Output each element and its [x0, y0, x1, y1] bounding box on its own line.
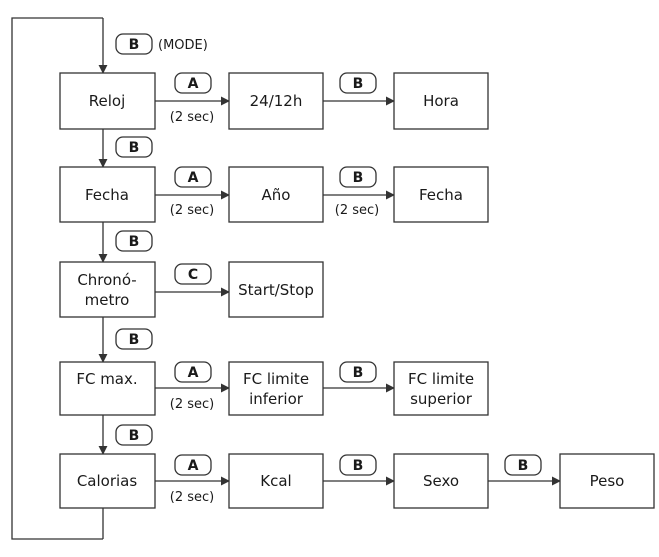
svg-text:FC limite: FC limite	[243, 370, 309, 388]
b-button-to-chronometro: B	[115, 230, 153, 252]
svg-text:A: A	[188, 365, 199, 381]
a-button-calorias: A	[174, 454, 212, 476]
svg-text:Reloj: Reloj	[89, 92, 126, 110]
b-button-to-fecha: B	[115, 136, 153, 158]
two-sec-note-calorias: (2 sec)	[170, 490, 214, 505]
svg-text:B: B	[353, 365, 364, 381]
b-button-ano-fecha: B	[339, 166, 377, 188]
node-peso: Peso	[559, 453, 655, 509]
svg-text:C: C	[188, 267, 198, 283]
svg-text:B: B	[129, 140, 140, 156]
svg-text:Chronó-: Chronó-	[77, 271, 136, 289]
node-fecha: Fecha	[59, 166, 156, 223]
b-button-sexo-peso: B	[504, 454, 542, 476]
node-fc-limite-superior: FC limite superior	[393, 361, 489, 416]
two-sec-note-fecha: (2 sec)	[170, 203, 214, 218]
svg-text:B: B	[353, 170, 364, 186]
svg-text:B: B	[129, 428, 140, 444]
svg-text:A: A	[188, 458, 199, 474]
svg-text:A: A	[188, 170, 199, 186]
node-hora: Hora	[393, 72, 489, 130]
svg-text:FC max.: FC max.	[76, 370, 137, 388]
node-start-stop: Start/Stop	[228, 261, 324, 318]
svg-text:Año: Año	[262, 186, 291, 204]
svg-text:Calorias: Calorias	[77, 472, 138, 490]
node-kcal: Kcal	[228, 453, 324, 509]
a-button-reloj: A	[174, 72, 212, 94]
svg-text:B: B	[353, 458, 364, 474]
svg-text:B: B	[353, 76, 364, 92]
node-fc-max: FC max.	[59, 361, 156, 416]
mode-label: (MODE)	[158, 38, 208, 53]
node-chronometro: Chronó- metro	[59, 261, 156, 318]
node-fecha-final: Fecha	[393, 166, 489, 223]
svg-text:inferior: inferior	[249, 390, 304, 408]
svg-text:B: B	[129, 37, 140, 53]
two-sec-note-fcmax: (2 sec)	[170, 397, 214, 412]
svg-text:24/12h: 24/12h	[250, 92, 303, 110]
svg-text:metro: metro	[85, 291, 130, 309]
svg-text:Fecha: Fecha	[419, 186, 463, 204]
a-button-fecha: A	[174, 166, 212, 188]
c-button-chrono: C	[174, 263, 212, 285]
svg-text:B: B	[129, 332, 140, 348]
b-button-kcal-sexo: B	[339, 454, 377, 476]
svg-text:Fecha: Fecha	[85, 186, 129, 204]
return-loop-line	[11, 17, 103, 540]
svg-text:superior: superior	[410, 390, 473, 408]
b-button-to-calorias: B	[115, 424, 153, 446]
svg-text:Hora: Hora	[423, 92, 459, 110]
node-ano: Año	[228, 166, 324, 223]
node-24-12h: 24/12h	[228, 72, 324, 130]
node-fc-limite-inferior: FC limite inferior	[228, 361, 324, 416]
a-button-fcmax: A	[174, 361, 212, 383]
svg-text:B: B	[129, 234, 140, 250]
svg-text:Kcal: Kcal	[260, 472, 291, 490]
svg-text:Peso: Peso	[590, 472, 625, 490]
b-button-to-fcmax: B	[115, 328, 153, 350]
svg-text:Sexo: Sexo	[423, 472, 459, 490]
svg-text:FC limite: FC limite	[408, 370, 474, 388]
svg-text:B: B	[518, 458, 529, 474]
svg-text:A: A	[188, 76, 199, 92]
b-button-mode: B	[115, 33, 153, 55]
node-reloj: Reloj	[59, 72, 156, 130]
two-sec-note-ano: (2 sec)	[335, 203, 379, 218]
node-sexo: Sexo	[393, 453, 489, 509]
two-sec-note-reloj: (2 sec)	[170, 110, 214, 125]
b-button-fcinf-fcsup: B	[339, 361, 377, 383]
node-calorias: Calorias	[59, 453, 156, 509]
svg-text:Start/Stop: Start/Stop	[238, 281, 314, 299]
b-button-fmt-hora: B	[339, 72, 377, 94]
